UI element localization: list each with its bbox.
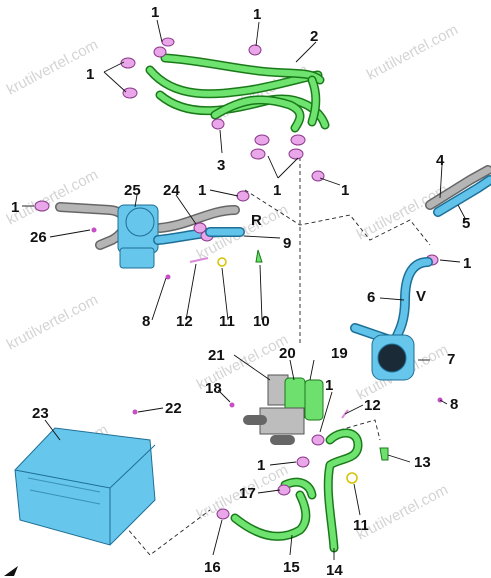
clamp: [254, 134, 270, 146]
hose-clamps-top: [120, 37, 325, 182]
callout-6: 6: [367, 289, 375, 306]
routing-line-right: [339, 419, 381, 441]
bolt: [91, 227, 97, 233]
callout-15: 15: [283, 559, 300, 576]
callout-11: 11: [219, 313, 235, 330]
sensor-10: [255, 249, 263, 263]
leader-lines: [22, 19, 467, 560]
callout-16: 16: [204, 559, 221, 576]
callout-21: 21: [208, 347, 225, 364]
callout-2: 2: [310, 28, 318, 45]
o-ring-11b: [346, 472, 358, 484]
callout-20: 20: [279, 345, 296, 362]
clamp: [216, 508, 230, 520]
callout-1: 1: [253, 6, 261, 23]
seal-12: [189, 257, 209, 263]
callout-1: 1: [198, 182, 206, 199]
watermark: krutilvertel.com: [4, 291, 101, 353]
callout-1: 1: [341, 182, 349, 199]
callout-24: 24: [163, 182, 180, 199]
callout-10: 10: [253, 313, 270, 330]
clamp: [153, 46, 167, 58]
clamp: [288, 148, 304, 160]
clamp: [122, 87, 138, 99]
callout-1: 1: [151, 4, 159, 21]
part-23-control-unit: [14, 427, 156, 546]
clamp: [120, 57, 136, 69]
coolant-hose-assembly-2: [145, 53, 330, 133]
letter-r: R: [251, 212, 262, 229]
routing-line-bottom: [119, 509, 211, 556]
part-6-7-hose-pump: [350, 257, 443, 403]
clamp: [211, 118, 225, 130]
bolt: [229, 402, 235, 408]
callout-7: 7: [447, 351, 455, 368]
lower-green-hoses: [132, 409, 389, 553]
part-13: [379, 447, 389, 461]
clamp: [248, 44, 262, 56]
callout-3: 3: [217, 157, 225, 174]
routing-lines: [119, 150, 431, 556]
callout-1: 1: [325, 377, 333, 394]
callout-1: 1: [257, 457, 265, 474]
parts-19-21-valve-block: [229, 374, 324, 445]
bolt: [132, 409, 138, 415]
clamp: [250, 148, 266, 160]
callout-22: 22: [165, 400, 182, 417]
clamp: [34, 200, 50, 212]
callout-13: 13: [414, 454, 431, 471]
callout-12: 12: [176, 313, 193, 330]
direction-arrow-icon: [4, 566, 18, 576]
clamp: [311, 170, 325, 182]
watermark: krutilvertel.com: [4, 166, 101, 228]
part-25-coolant-pump: [117, 204, 230, 269]
clamp: [236, 190, 250, 202]
watermark: krutilvertel.com: [364, 21, 461, 83]
clamp: [311, 434, 325, 446]
hoses-4-5: [425, 165, 491, 217]
watermark: krutilvertel.com: [354, 481, 451, 543]
callout-17: 17: [239, 485, 256, 502]
callout-19: 19: [331, 345, 348, 362]
clamp: [161, 37, 175, 47]
callout-12: 12: [364, 397, 381, 414]
callout-11: 11: [353, 517, 369, 534]
callout-9: 9: [283, 235, 291, 252]
o-ring-11: [217, 257, 227, 267]
callout-labels: 1 1 1 2 3 1 1 4 5 25 24 1 1 26 9 R 1 6 V…: [11, 4, 471, 578]
callout-8: 8: [450, 396, 458, 413]
callout-1: 1: [273, 182, 281, 199]
callout-8: 8: [142, 313, 150, 330]
clamp: [290, 134, 306, 146]
callout-18: 18: [205, 380, 222, 397]
callout-4: 4: [436, 152, 445, 169]
callout-1: 1: [11, 199, 19, 216]
callout-1: 1: [463, 255, 471, 272]
clamp: [296, 456, 310, 468]
clamp: [193, 222, 207, 234]
callout-26: 26: [30, 229, 47, 246]
letter-v: V: [416, 288, 426, 305]
callout-1: 1: [86, 66, 94, 83]
callout-14: 14: [326, 562, 343, 578]
callout-5: 5: [462, 215, 470, 232]
callout-23: 23: [32, 405, 49, 422]
callout-25: 25: [124, 182, 141, 199]
bolt: [165, 274, 171, 280]
routing-line-top: [244, 189, 431, 246]
